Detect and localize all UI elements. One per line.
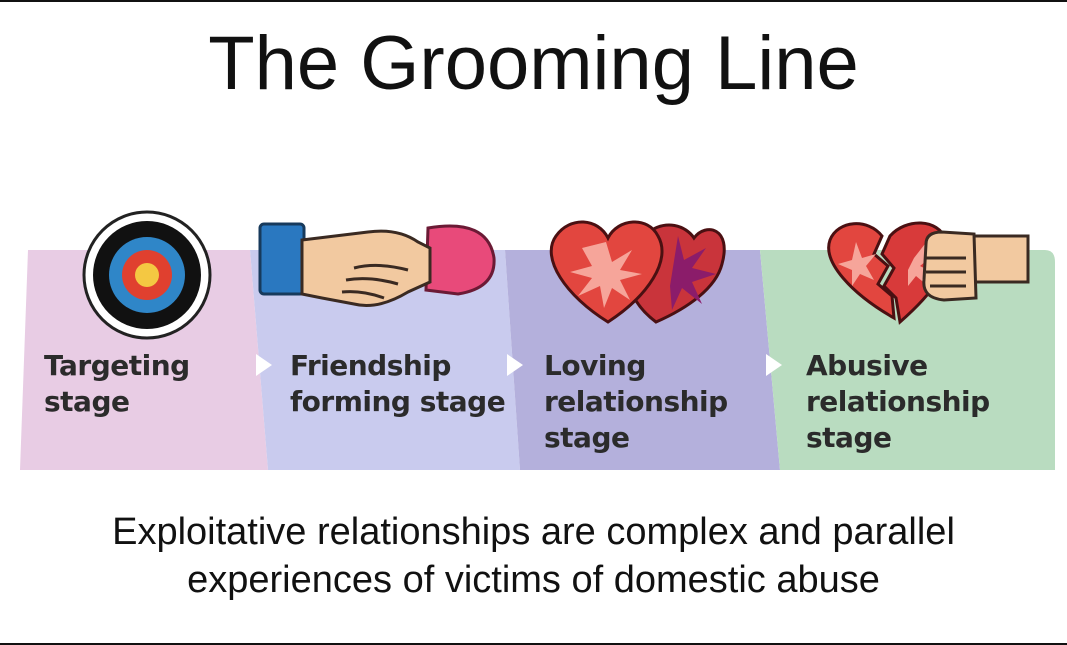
stage-label-abusive: Abusive relationship stage bbox=[806, 349, 990, 454]
stage-panel-friendship bbox=[250, 250, 520, 470]
stage-panel-loving bbox=[505, 250, 780, 470]
arrow-icon bbox=[507, 354, 523, 376]
caption: Exploitative relationships are complex a… bbox=[0, 508, 1067, 604]
stage-label-friendship: Friendship forming stage bbox=[290, 349, 506, 418]
target-icon bbox=[82, 210, 212, 340]
broken-heart-fist-icon bbox=[827, 221, 1030, 325]
caption-line-2: experiences of victims of domestic abuse bbox=[187, 559, 880, 601]
stage-panel-abusive bbox=[760, 250, 1055, 470]
stage-label-targeting: Targeting stage bbox=[44, 349, 190, 418]
stage-label-loving: Loving relationship stage bbox=[544, 349, 728, 454]
arrow-icon bbox=[256, 354, 272, 376]
handshake-icon bbox=[258, 222, 496, 307]
caption-line-1: Exploitative relationships are complex a… bbox=[112, 511, 955, 553]
arrow-icon bbox=[766, 354, 782, 376]
hearts-icon bbox=[549, 220, 726, 324]
page-title: The Grooming Line bbox=[208, 21, 859, 106]
stage-panel-targeting bbox=[20, 250, 268, 470]
